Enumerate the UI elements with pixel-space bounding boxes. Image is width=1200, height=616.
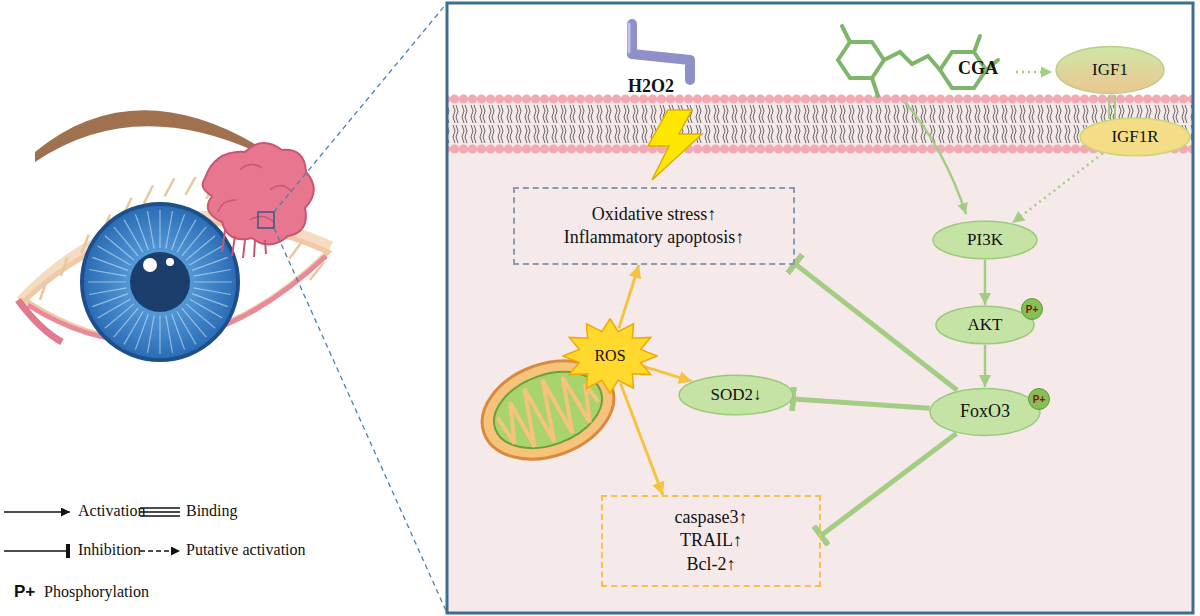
node-text: AKT [968,314,1003,336]
inhibition-line [795,264,957,390]
node-text: ROS [594,346,625,367]
gland-duct [222,230,266,258]
inhibition-line [821,434,956,536]
kinase-ellipse: AKT [935,305,1035,345]
lacrimal-gland [203,143,314,245]
legend-text: Inhibition [78,541,141,559]
activation-arrow [1012,153,1102,223]
node-text: PI3K [967,229,1003,251]
node-text: TRAIL↑ [680,529,742,552]
cell-membrane [447,93,1193,155]
zoom-panel [447,3,1193,613]
h2o2-molecule [632,24,690,80]
zoom-line [274,3,447,613]
apoptosis-box: caspase3↑TRAIL↑Bcl-2↑ [601,495,821,587]
node-text: Inflammatory apoptosis↑ [564,226,744,249]
activation-arrow [984,345,987,387]
pupil [130,252,190,312]
legend-text: Phosphorylation [44,583,149,601]
lightning [648,110,702,180]
binding-line [1109,95,1115,119]
enzyme-ellipse: SOD2↓ [678,374,794,416]
kinase-ellipse: PI3K [932,220,1038,260]
iris [82,204,238,360]
zoom-square [258,212,274,228]
mitochondrion [468,344,627,477]
outcome-box: Oxidative stress↑Inflammatory apoptosis↑ [513,187,795,265]
highlight [166,258,174,266]
legend-text: Putative activation [186,541,306,559]
iris-texture [88,210,232,354]
highlight [143,258,157,272]
ligand-ellipse: IGF1 [1055,45,1165,95]
cytoplasm [447,98,1193,612]
molecule-name: CGA [958,58,998,79]
cga-molecule [838,26,998,96]
node-text: SOD2↓ [710,384,761,406]
transcription-factor: FoxO3 [929,387,1041,437]
inhibition-line [793,399,930,408]
receptor-ellipse: IGF1R [1079,117,1191,157]
node-text: Bcl-2↑ [687,553,736,576]
activation-arrow [619,265,639,328]
node-text: Oxidative stress↑ [592,203,716,226]
legend-text: Activation [78,502,146,520]
molecule-name: H2O2 [628,76,674,97]
caruncle [18,300,62,342]
legend-symbol: P+ [14,582,35,602]
activation-arrow [984,260,987,305]
putative-arrow [1016,71,1052,74]
node-text: FoxO3 [960,400,1010,423]
node-text: IGF1R [1111,126,1158,148]
legend-text: Binding [186,502,238,520]
node-text: IGF1 [1092,59,1128,81]
node-text: caspase3↑ [675,506,748,529]
ros-burst: ROS [562,318,658,394]
phosphorylation-badge: P+ [1021,298,1043,320]
phosphorylation-badge: P+ [1028,388,1050,410]
activation-arrow [620,383,663,495]
activation-arrow [905,102,966,214]
